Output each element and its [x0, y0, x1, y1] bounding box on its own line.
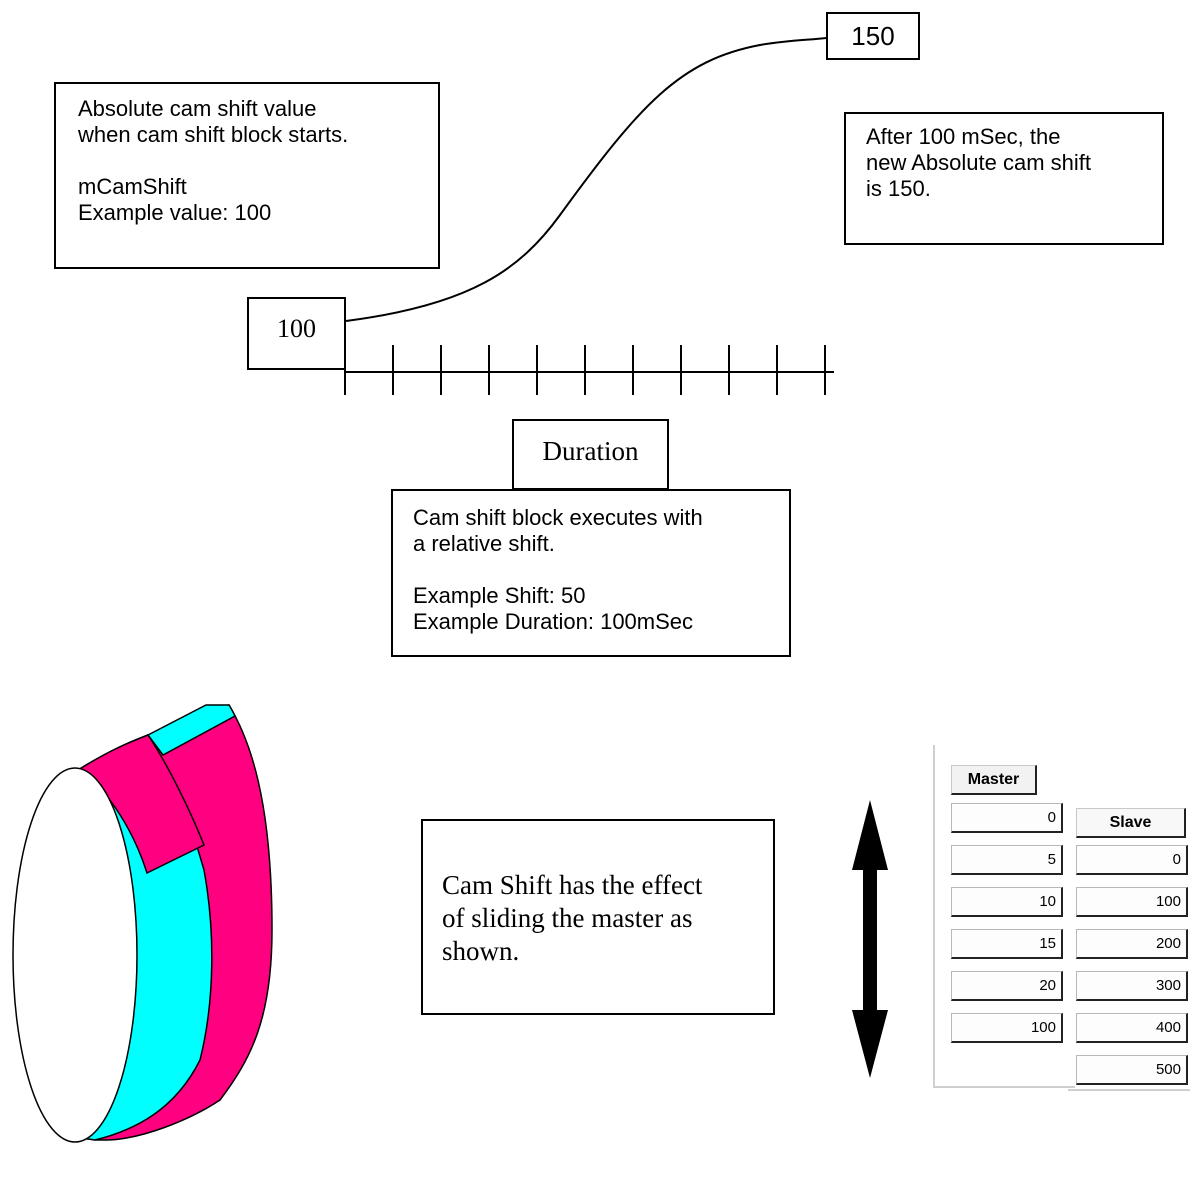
table-frame-right-bottom — [1068, 1089, 1190, 1091]
master-header: Master — [951, 765, 1037, 795]
slave-header: Slave — [1076, 808, 1186, 838]
duration-box: Duration — [512, 419, 669, 490]
slave-cell[interactable]: 0 — [1076, 845, 1188, 875]
effect-note-text: Cam Shift has the effect of sliding the … — [442, 870, 703, 966]
block-note-box: Cam shift block executes with a relative… — [391, 489, 791, 657]
master-cell[interactable]: 5 — [951, 845, 1063, 875]
slave-cell[interactable]: 300 — [1076, 971, 1188, 1001]
master-cell[interactable]: 20 — [951, 971, 1063, 1001]
master-cell[interactable]: 0 — [951, 803, 1063, 833]
slave-cell[interactable]: 200 — [1076, 929, 1188, 959]
start-note-box: Absolute cam shift value when cam shift … — [54, 82, 440, 269]
cam-drum-rear-cyan-cap — [146, 704, 236, 756]
table-frame-bottom — [933, 1086, 1075, 1088]
master-cell[interactable]: 100 — [951, 1013, 1063, 1043]
start-value-box: 100 — [247, 297, 346, 370]
cam-shift-curve — [345, 37, 827, 322]
cam-drum-front-magenta — [76, 734, 205, 875]
slave-cell[interactable]: 500 — [1076, 1055, 1188, 1085]
end-value-label: 150 — [851, 21, 895, 51]
master-cell[interactable]: 10 — [951, 887, 1063, 917]
duration-label: Duration — [542, 436, 639, 466]
block-note-text: Cam shift block executes with a relative… — [413, 505, 703, 634]
start-note-text: Absolute cam shift value when cam shift … — [78, 96, 349, 225]
end-note-text: After 100 mSec, the new Absolute cam shi… — [866, 124, 1092, 201]
master-slave-table: Master Slave 0 5 10 15 20 100 0 100 200 … — [933, 745, 1191, 1095]
end-value-box: 150 — [826, 12, 920, 60]
cam-drum-face — [12, 767, 138, 1143]
slave-cell[interactable]: 100 — [1076, 887, 1188, 917]
master-cell[interactable]: 15 — [951, 929, 1063, 959]
end-note-box: After 100 mSec, the new Absolute cam shi… — [844, 112, 1164, 245]
effect-note-box: Cam Shift has the effect of sliding the … — [421, 819, 775, 1015]
start-value-label: 100 — [277, 314, 316, 343]
slave-cell[interactable]: 400 — [1076, 1013, 1188, 1043]
table-frame-left — [933, 745, 935, 1088]
